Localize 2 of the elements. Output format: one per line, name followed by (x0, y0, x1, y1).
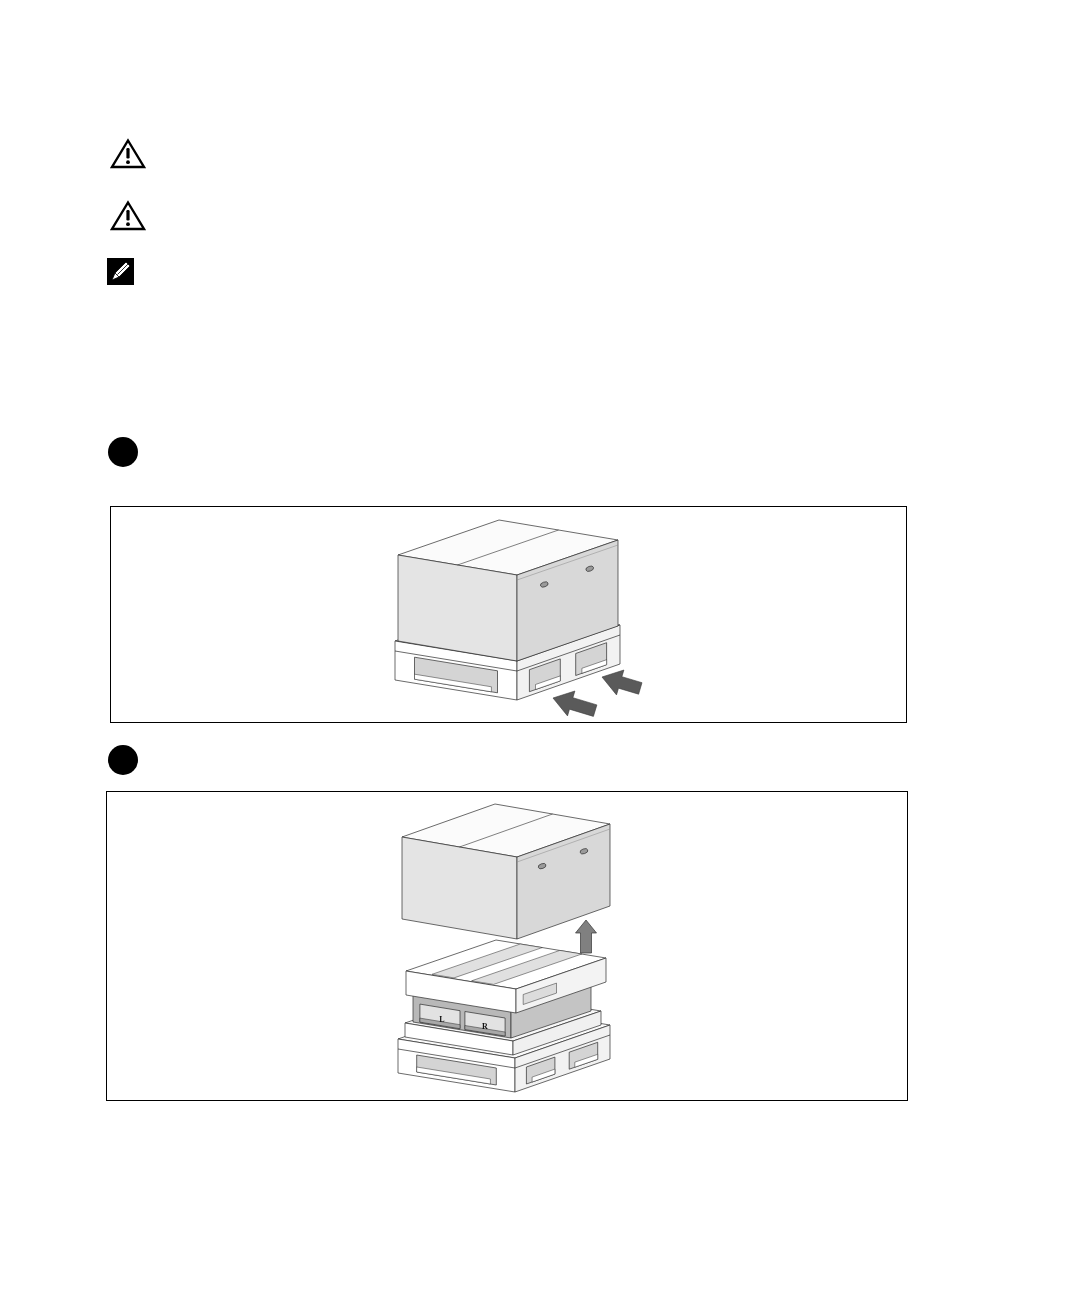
module-label: R (482, 1023, 488, 1031)
module-label: L (439, 1016, 445, 1024)
